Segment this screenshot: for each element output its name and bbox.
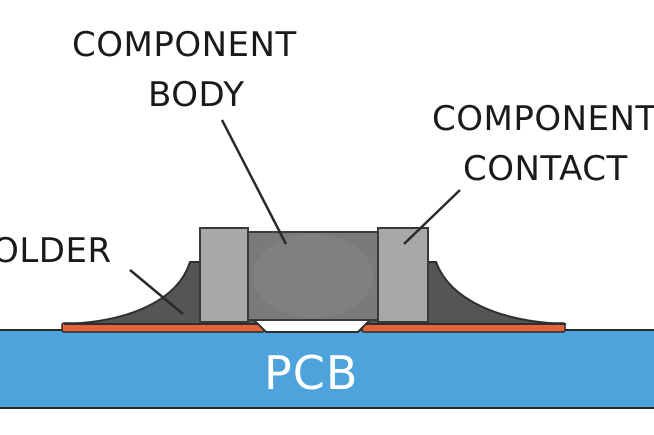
right-component-contact [377,227,429,323]
solder-leader [129,269,184,315]
component-body-leader [220,119,288,245]
pcb-label: PCB [264,346,359,400]
component-body-label-line2: BODY [148,75,245,115]
solder-label: SOLDER [0,231,112,271]
component-body-label-line1: COMPONENT [72,25,297,65]
component-contact-label-line2: CONTACT [463,149,628,189]
component-contact-leader [403,189,461,245]
component-contact-label-line1: COMPONENT [432,99,654,139]
left-component-contact [199,227,249,323]
component-body-shading [253,234,373,318]
